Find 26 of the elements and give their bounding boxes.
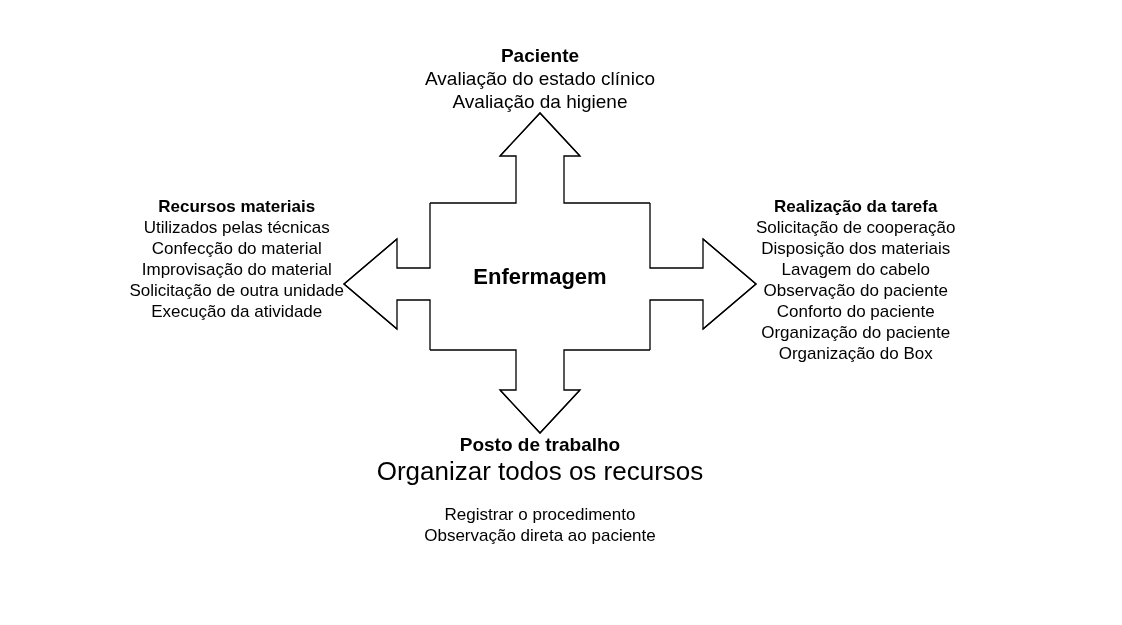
heading: Realização da tarefa <box>773 196 938 217</box>
item-text: Confecção do material <box>151 238 322 259</box>
item-text: Solicitação de outra unidade <box>129 280 344 301</box>
heading: Recursos materiais <box>158 196 316 217</box>
heading: Paciente <box>500 44 580 67</box>
block-arrow <box>343 202 431 351</box>
item-text: Lavagem do cabelo <box>781 259 930 280</box>
item-text: Organização do paciente <box>761 322 951 343</box>
item-text: Observação do paciente <box>763 280 948 301</box>
block-arrow <box>429 112 651 204</box>
item-text: Disposição dos materiais <box>761 238 951 259</box>
subheading: Organizar todos os recursos <box>376 456 704 486</box>
center-label: Enfermagem <box>473 263 607 290</box>
item-text: Solicitação de cooperação <box>756 217 956 238</box>
item-text: Observação direta ao paciente <box>424 525 656 546</box>
block-arrow <box>649 202 757 351</box>
item-text: Improvisação do material <box>141 259 332 280</box>
block-arrow <box>429 349 651 434</box>
heading: Posto de trabalho <box>459 433 621 456</box>
item-text: Utilizados pelas técnicas <box>143 217 330 238</box>
item-text: Organização do Box <box>778 343 933 364</box>
item-text: Registrar o procedimento <box>444 504 636 525</box>
item-text: Conforto do paciente <box>776 301 935 322</box>
item-text: Execução da atividade <box>151 301 323 322</box>
item-text: Avaliação da higiene <box>452 90 628 113</box>
item-text: Avaliação do estado clínico <box>425 67 655 90</box>
